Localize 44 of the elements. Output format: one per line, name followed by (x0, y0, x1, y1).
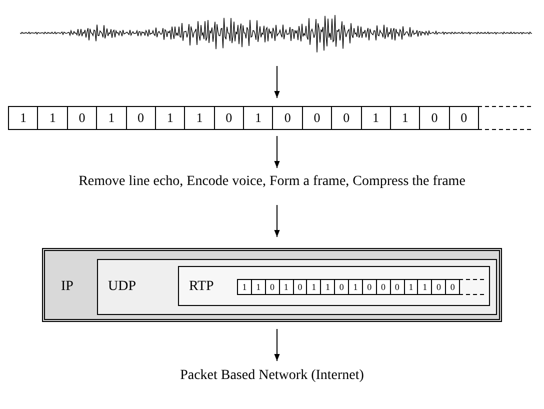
bit-cell: 1 (237, 279, 252, 295)
arrow (274, 328, 280, 362)
bit-cell: 0 (302, 106, 332, 130)
bit-cell: 1 (37, 106, 68, 130)
bit-cell: 1 (320, 279, 336, 295)
bit-cell: 1 (250, 279, 266, 295)
bit-cell: 1 (184, 106, 215, 130)
bit-cell: 1 (8, 106, 38, 130)
bit-cell: 1 (278, 279, 294, 295)
bit-sequence-row (8, 106, 532, 130)
bit-cell: 1 (348, 279, 363, 295)
bit-cell: 0 (431, 279, 446, 295)
bit-sequence-row (237, 279, 487, 295)
bit-cell: 0 (272, 106, 303, 130)
bit-cell: 0 (126, 106, 156, 130)
bit-cell: 0 (419, 106, 450, 130)
rtp-packet-box (178, 266, 490, 306)
bit-cell: 0 (264, 279, 280, 295)
bit-cell: 0 (376, 279, 391, 295)
bit-cell: 1 (417, 279, 432, 295)
bit-cell: 0 (334, 279, 349, 295)
arrow (274, 136, 280, 168)
bit-cell: 1 (360, 106, 391, 130)
bit-cell: 0 (390, 279, 404, 295)
arrow (274, 66, 280, 98)
ip-packet-box (42, 248, 502, 322)
bit-cell: 1 (306, 279, 322, 295)
bit-cell: 1 (154, 106, 186, 130)
bit-cell: 0 (214, 106, 244, 130)
udp-segment-box (97, 259, 497, 315)
bit-cell: 0 (331, 106, 362, 130)
network-text: Packet Based Network (Internet) (180, 368, 364, 388)
bit-cell: 1 (390, 106, 420, 130)
protocol-label: RTP (189, 279, 214, 295)
bit-cell: 1 (243, 106, 274, 130)
protocol-label: UDP (108, 279, 136, 295)
bit-cell: 0 (66, 106, 98, 130)
bit-cell: 1 (96, 106, 126, 130)
processing-steps-text: Remove line echo, Encode voice, Form a frame, Compress the frame (78, 174, 466, 194)
arrow (274, 204, 280, 238)
bit-cell: 0 (362, 279, 377, 295)
bit-cell: 0 (445, 279, 460, 295)
bit-cell: 0 (448, 106, 479, 130)
protocol-label: IP (61, 279, 74, 295)
